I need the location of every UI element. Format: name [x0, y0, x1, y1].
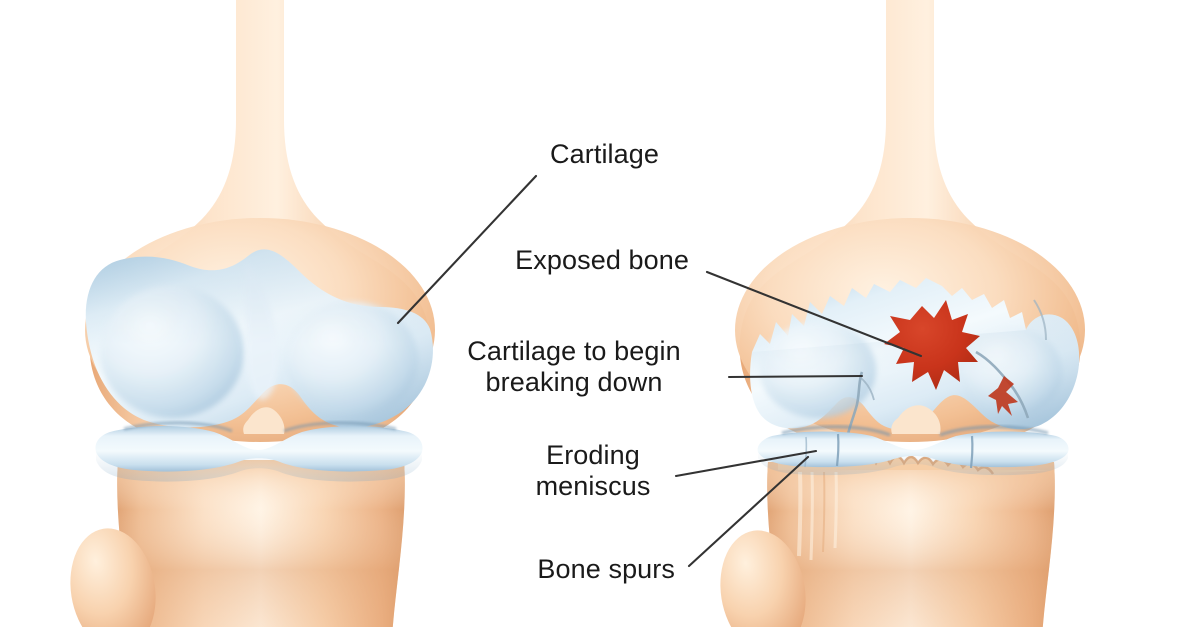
label-cartilage-breaking-down: Cartilage to begin breaking down	[467, 336, 681, 397]
oa-cartilage-fissure-medial-branch	[860, 377, 875, 401]
oa-tibial-striations	[797, 471, 838, 561]
oa-exposed-bone-lesion	[884, 300, 980, 390]
leader-line-eroding-meniscus	[674, 449, 818, 478]
leader-line-exposed-bone	[705, 270, 923, 358]
oa-meniscus-lower-shade	[758, 452, 1068, 476]
oa-cartilage-crack-upper-right	[1033, 299, 1047, 341]
leader-line-bone-spurs	[687, 455, 810, 568]
oa-joint-line-shadow	[781, 425, 1049, 437]
healthy-knee-panel	[70, 0, 435, 627]
healthy-meniscus	[95, 426, 423, 472]
leader-line-cartilage	[396, 174, 538, 325]
oa-eroding-meniscus	[757, 431, 1069, 468]
healthy-intercondylar-notch	[243, 407, 285, 434]
healthy-fibula-head	[70, 528, 156, 627]
leader-lines	[396, 174, 923, 568]
leader-line-cartilage-breaking	[727, 374, 864, 379]
healthy-tibia-shading	[117, 460, 405, 627]
label-cartilage: Cartilage	[550, 139, 659, 169]
label-exposed-bone: Exposed bone	[515, 245, 689, 275]
healthy-meniscus-lower-shade	[96, 452, 422, 482]
oa-cartilage-crack-lateral-fissure	[988, 376, 1018, 416]
healthy-cartilage-upper-shade	[85, 249, 431, 345]
oa-fibula-head	[720, 530, 806, 627]
healthy-joint-line-shadow	[123, 421, 397, 433]
label-eroding-meniscus: Eroding meniscus	[535, 440, 651, 501]
label-bone-spurs: Bone spurs	[537, 554, 675, 584]
osteoarthritic-knee-panel	[720, 0, 1085, 627]
oa-intercondylar-notch	[891, 405, 941, 434]
oa-tibia-shading	[767, 462, 1055, 627]
